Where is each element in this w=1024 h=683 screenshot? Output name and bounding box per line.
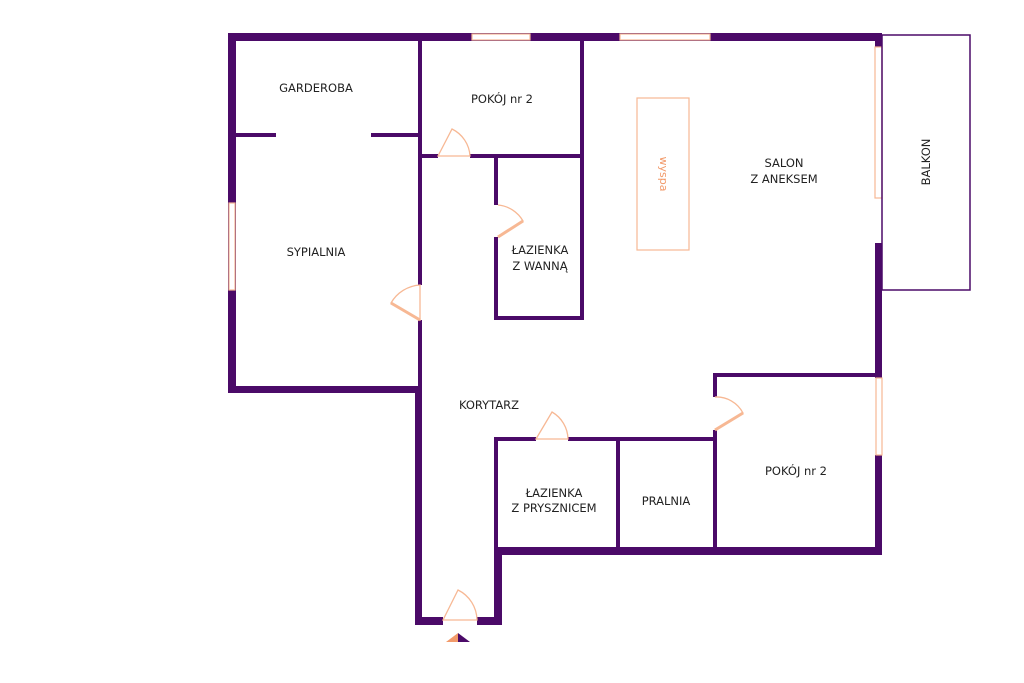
- room-label-pralnia: PRALNIA: [642, 494, 691, 508]
- balcony-outline: [881, 34, 971, 291]
- kitchen-island: [636, 97, 690, 251]
- windows: [228, 33, 883, 456]
- room-label-sypialnia: SYPIALNIA: [287, 245, 346, 259]
- room-label-salon-line2: Z ANEKSEM: [750, 172, 817, 186]
- entrance-marker-icon: [446, 633, 470, 642]
- room-label-pokoj-top: POKÓJ nr 2: [471, 91, 533, 106]
- room-label-lazienka-wanna-line2: Z WANNĄ: [512, 259, 568, 273]
- room-label-garderoba: GARDEROBA: [279, 81, 353, 95]
- room-label-pokoj-bottom: POKÓJ nr 2: [765, 463, 827, 478]
- room-label-lazienka-prysznic-line2: Z PRYSZNICEM: [511, 501, 596, 515]
- doors: [390, 128, 744, 621]
- room-label-salon-line1: SALON: [764, 156, 803, 170]
- room-label-balkon: BALKON: [919, 139, 933, 186]
- island-label: wyspa: [657, 157, 670, 192]
- room-label-korytarz: KORYTARZ: [459, 398, 519, 412]
- room-label-lazienka-prysznic-line1: ŁAZIENKA: [525, 486, 583, 500]
- room-label-lazienka-wanna-line1: ŁAZIENKA: [511, 243, 569, 257]
- walls: [228, 33, 882, 625]
